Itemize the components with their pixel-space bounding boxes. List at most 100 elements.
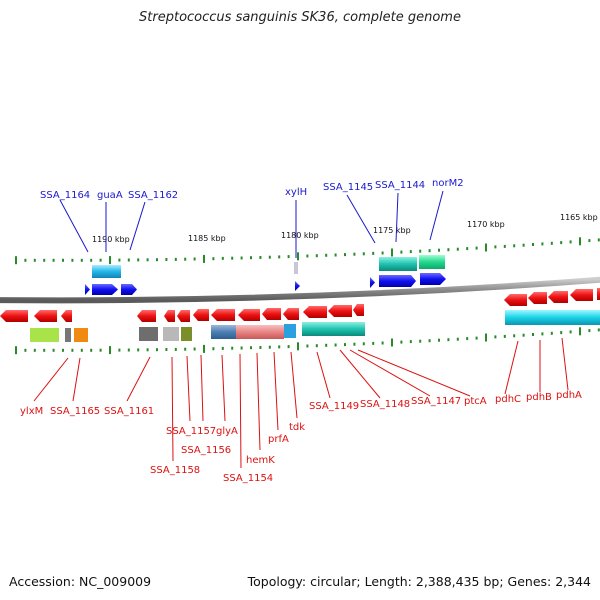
tick-minor: [362, 252, 365, 256]
gene-arrow-forward[interactable]: [420, 273, 446, 285]
gene-label-pdhB[interactable]: pdhB: [526, 392, 552, 403]
tick-minor: [362, 342, 365, 346]
gene-arrow-reverse[interactable]: [137, 310, 156, 322]
gene-label-guaA[interactable]: guaA: [97, 190, 123, 201]
gene-label-prfA[interactable]: prfA: [268, 434, 289, 445]
gene-label-ptcA[interactable]: ptcA: [464, 396, 487, 407]
gene-arrow-reverse[interactable]: [283, 308, 299, 320]
gene-arrow-reverse[interactable]: [303, 306, 327, 318]
gene-arrow-forward[interactable]: [85, 284, 90, 295]
tick-minor: [466, 337, 469, 341]
feature-box[interactable]: [302, 322, 365, 336]
feature-box[interactable]: [30, 328, 59, 342]
tick-minor: [588, 239, 591, 243]
gene-label-ssa1147[interactable]: SSA_1147: [411, 396, 461, 407]
gene-arrow-reverse[interactable]: [61, 310, 72, 322]
gene-arrow-forward[interactable]: [295, 281, 300, 291]
tick-minor: [456, 337, 459, 341]
gene-label-tdk[interactable]: tdk: [289, 422, 305, 433]
gene-arrow-reverse[interactable]: [193, 309, 209, 321]
feature-box[interactable]: [163, 327, 179, 341]
feature-box[interactable]: [92, 265, 121, 278]
gene-label-xylH[interactable]: xylH: [285, 187, 307, 198]
tick-minor: [33, 348, 36, 352]
feature-box[interactable]: [74, 328, 88, 342]
feature-box[interactable]: [294, 262, 298, 274]
accession-label: Accession: NC_009009: [9, 574, 152, 589]
feature-box[interactable]: [211, 325, 236, 339]
gene-arrow-reverse[interactable]: [328, 305, 352, 317]
feature-box[interactable]: [181, 327, 192, 341]
tick-minor: [353, 342, 356, 346]
tick-minor: [400, 250, 403, 254]
gene-arrow-reverse[interactable]: [528, 292, 547, 304]
gene-label-ssa1164[interactable]: SSA_1164: [40, 190, 90, 201]
tick-minor: [127, 348, 130, 352]
gene-label-ylxM[interactable]: ylxM: [20, 406, 43, 417]
gene-label-ssa1154[interactable]: SSA_1154: [223, 473, 273, 484]
tick-minor: [231, 256, 234, 260]
tick-minor: [71, 348, 74, 352]
gene-label-ssa1158[interactable]: SSA_1158: [150, 465, 200, 476]
feature-box[interactable]: [284, 324, 296, 338]
feature-box[interactable]: [505, 310, 600, 325]
gene-label-ssa1162[interactable]: SSA_1162: [128, 190, 178, 201]
tick-minor: [475, 336, 478, 340]
tick-minor: [193, 347, 196, 351]
tick-minor: [80, 348, 83, 352]
tick-minor: [315, 254, 318, 258]
gene-label-hemK[interactable]: hemK: [246, 455, 275, 466]
gene-arrow-reverse[interactable]: [164, 310, 175, 322]
gene-label-ssa1161[interactable]: SSA_1161: [104, 406, 154, 417]
feature-box[interactable]: [419, 255, 445, 269]
gene-arrow-forward[interactable]: [92, 284, 118, 295]
tick-major: [391, 338, 393, 347]
tick-minor: [99, 348, 102, 352]
gene-arrow-forward[interactable]: [379, 275, 416, 287]
gene-arrow-reverse[interactable]: [34, 310, 57, 322]
gene-arrow-forward[interactable]: [121, 284, 137, 295]
gene-arrow-reverse[interactable]: [570, 289, 593, 301]
gene-arrow-reverse[interactable]: [238, 309, 260, 321]
tick-scale-bottom: [15, 327, 600, 355]
tick-minor: [334, 343, 337, 347]
tick-major: [485, 243, 487, 252]
tick-major: [485, 333, 487, 342]
tick-minor: [118, 258, 121, 262]
gene-arrow-reverse[interactable]: [597, 288, 600, 300]
gene-arrow-reverse[interactable]: [177, 310, 190, 322]
gene-label-ssa1145[interactable]: SSA_1145: [323, 182, 373, 193]
gene-label-ssa1148[interactable]: SSA_1148: [360, 399, 410, 410]
gene-arrow-reverse[interactable]: [0, 310, 28, 322]
feature-box[interactable]: [65, 328, 71, 342]
gene-label-pdhC[interactable]: pdhC: [495, 394, 521, 405]
tick-minor: [560, 331, 563, 335]
gene-arrow-forward[interactable]: [370, 277, 375, 288]
tick-minor: [221, 256, 224, 260]
tick-minor: [306, 344, 309, 348]
tick-minor: [494, 335, 497, 339]
tick-minor: [43, 348, 46, 352]
reverse-strand-features: [0, 288, 600, 342]
tick-minor: [52, 258, 55, 262]
gene-label-ssa1165[interactable]: SSA_1165: [50, 406, 100, 417]
gene-label-norM2[interactable]: norM2: [432, 178, 464, 189]
kbp-label: 1175 kbp: [373, 226, 411, 235]
gene-arrow-reverse[interactable]: [504, 294, 527, 306]
feature-box[interactable]: [379, 257, 417, 271]
feature-box[interactable]: [139, 327, 158, 341]
feature-box[interactable]: [236, 325, 284, 339]
gene-label-ssa1157[interactable]: SSA_1157: [166, 426, 216, 437]
tick-minor: [250, 256, 252, 260]
gene-arrow-reverse[interactable]: [262, 308, 281, 320]
gene-label-glyA[interactable]: glyA: [216, 426, 238, 437]
gene-label-ssa1156[interactable]: SSA_1156: [181, 445, 231, 456]
gene-arrow-reverse[interactable]: [353, 304, 364, 316]
tick-minor: [62, 258, 64, 262]
gene-label-pdhA[interactable]: pdhA: [556, 390, 582, 401]
gene-arrow-reverse[interactable]: [548, 291, 568, 303]
gene-label-ssa1149[interactable]: SSA_1149: [309, 401, 359, 412]
gene-label-ssa1144[interactable]: SSA_1144: [375, 180, 425, 191]
gene-arrow-reverse[interactable]: [211, 309, 235, 321]
tick-minor: [184, 347, 187, 351]
